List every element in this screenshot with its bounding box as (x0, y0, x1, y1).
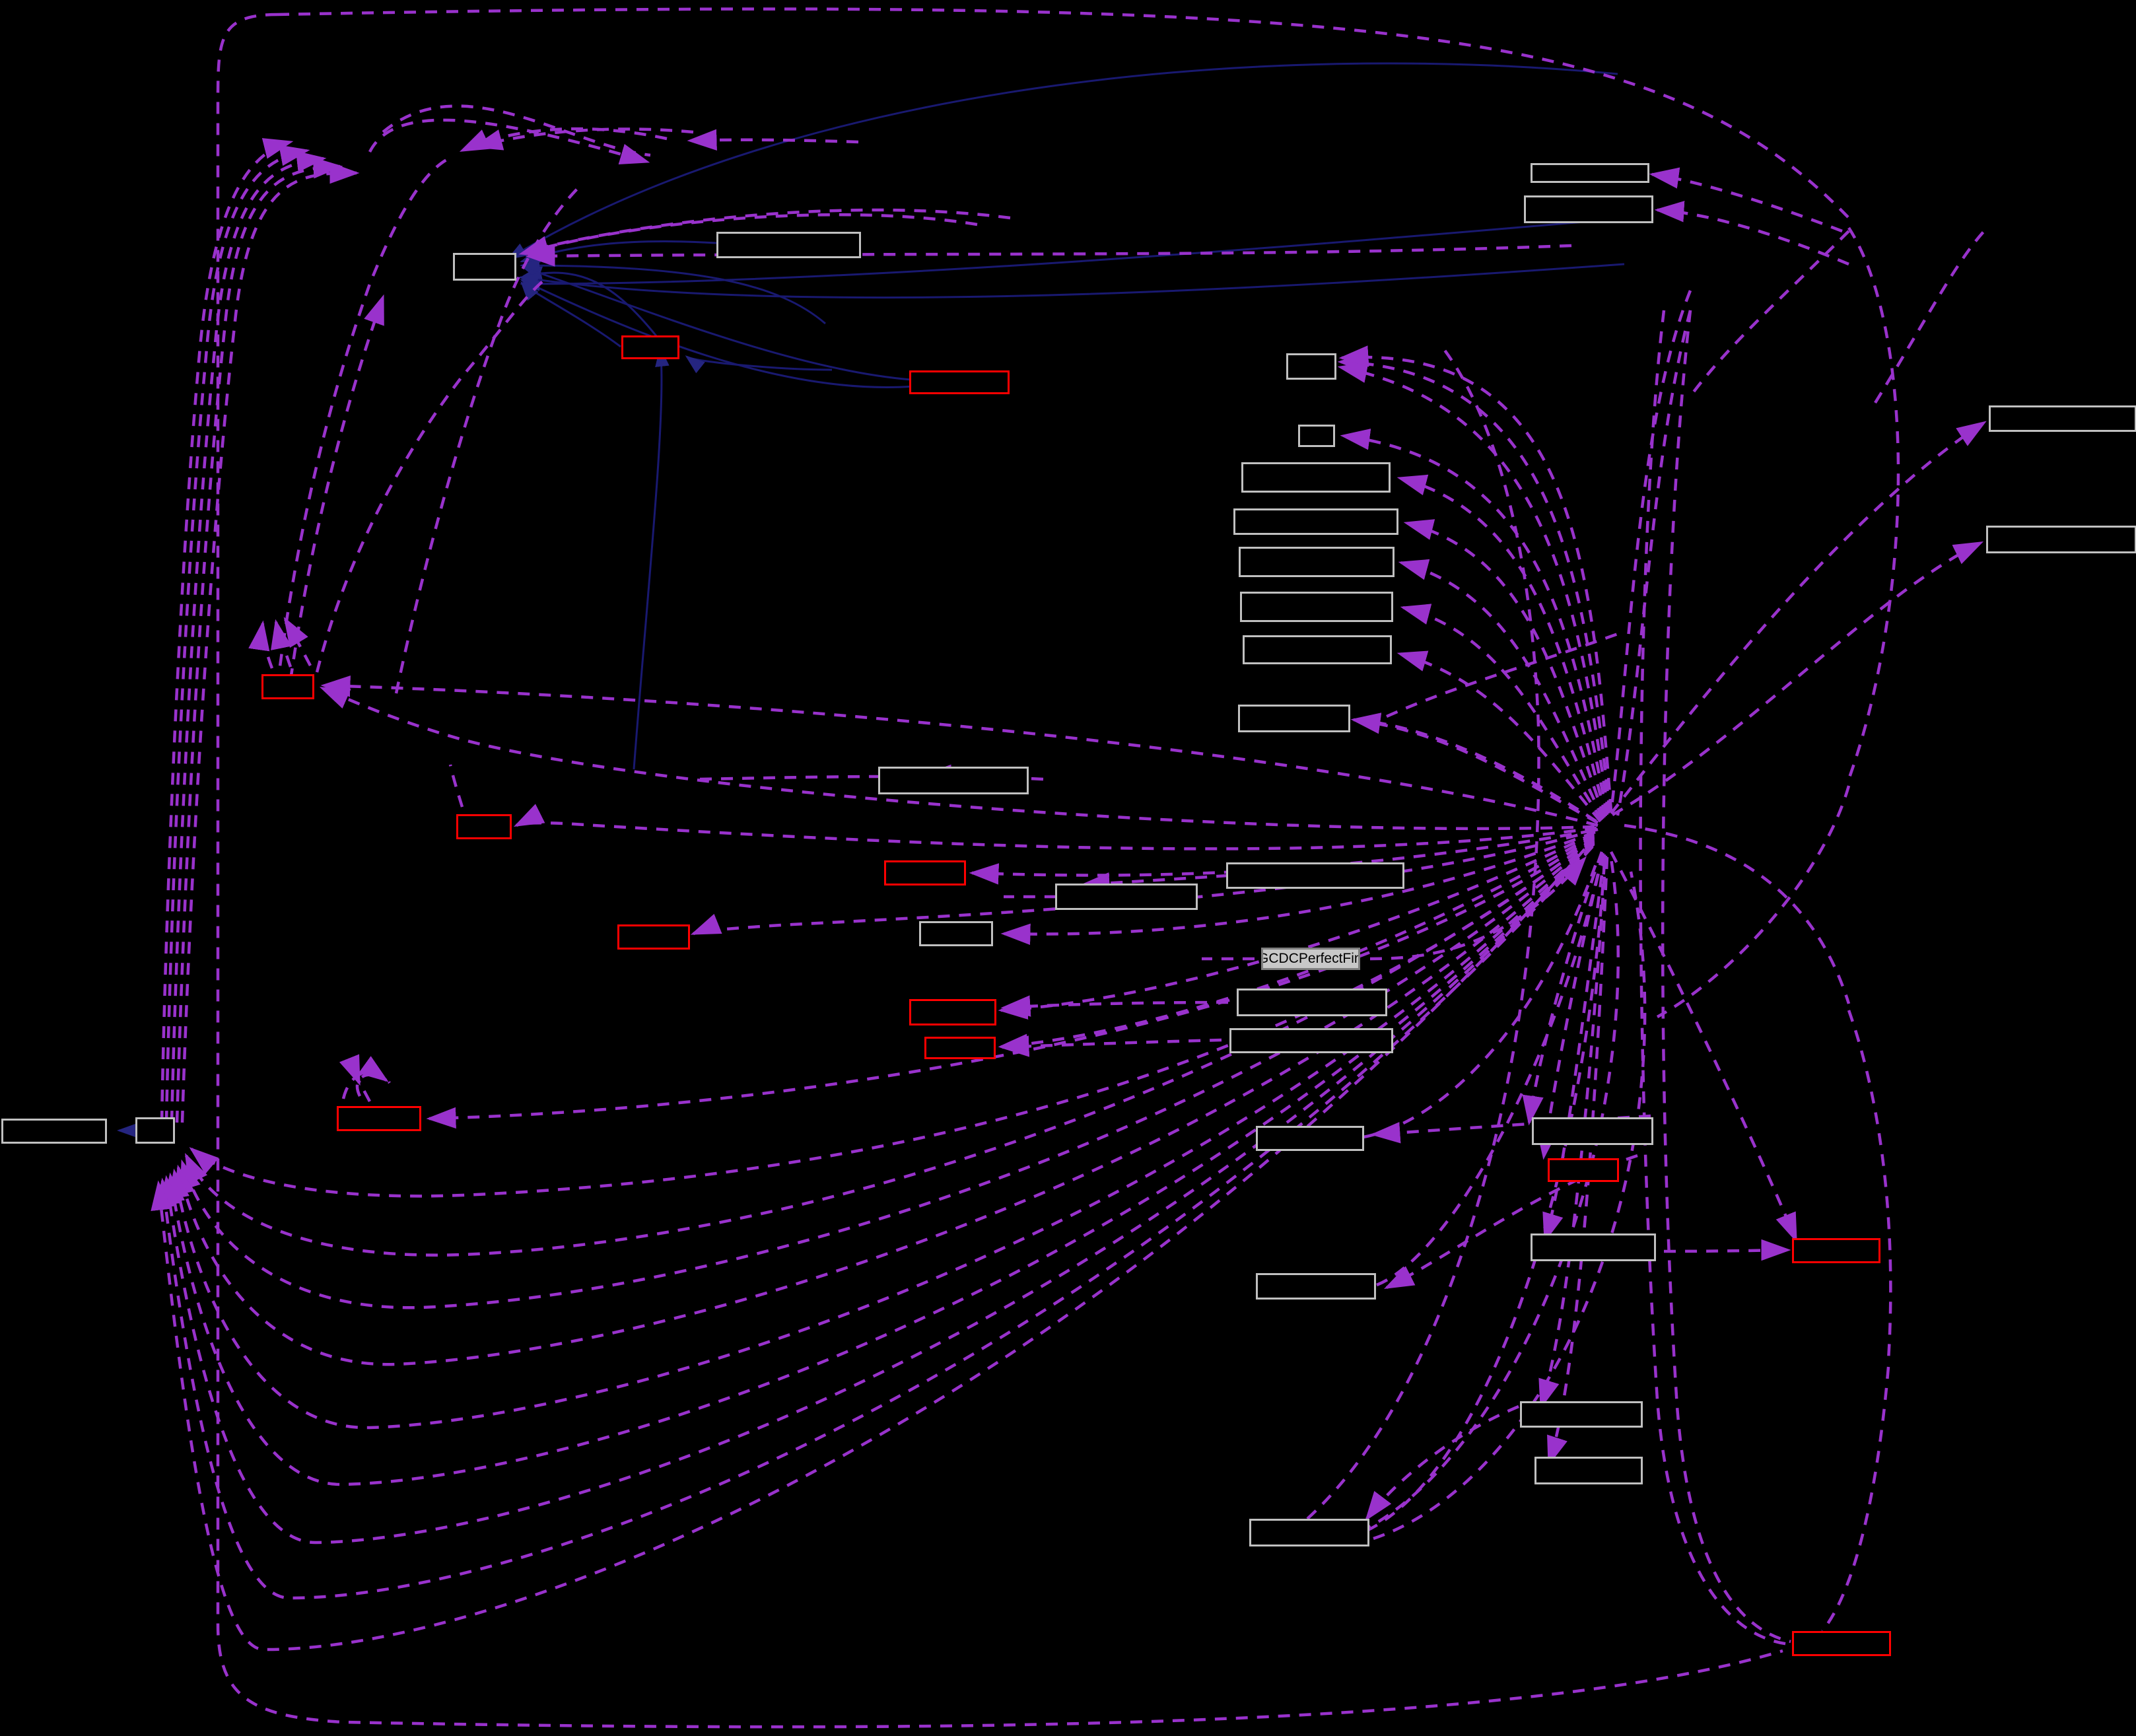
graph-node[interactable] (261, 674, 314, 699)
graph-node[interactable] (337, 1106, 421, 1131)
graph-node[interactable] (1241, 462, 1391, 493)
graph-node[interactable] (1233, 508, 1398, 535)
graph-node[interactable] (1239, 547, 1395, 577)
graph-node[interactable] (1238, 705, 1350, 732)
graph-node[interactable] (1989, 405, 2136, 432)
graph-node[interactable] (1298, 425, 1335, 447)
graph-node[interactable] (1524, 195, 1653, 223)
graph-node[interactable] (1532, 1117, 1653, 1145)
graph-node[interactable] (1286, 353, 1336, 380)
graph-node[interactable] (716, 232, 861, 258)
graph-node-label: TRGCDCPerfectFinder (1263, 951, 1358, 966)
graph-node[interactable] (1986, 526, 2136, 553)
graph-node[interactable] (453, 253, 516, 281)
graph-node[interactable] (135, 1117, 175, 1144)
graph-node[interactable] (1534, 1457, 1643, 1484)
graph-node[interactable] (1548, 1158, 1619, 1182)
graph-node[interactable] (456, 814, 512, 839)
graph-node[interactable] (1792, 1238, 1880, 1263)
graph-node[interactable] (617, 924, 690, 950)
graph-node[interactable] (924, 1037, 996, 1059)
blue-edges (117, 62, 1632, 1138)
graph-node[interactable] (1055, 884, 1198, 910)
graph-node[interactable] (1237, 989, 1387, 1016)
graph-node[interactable] (1249, 1519, 1369, 1546)
graph-node[interactable] (1520, 1401, 1643, 1428)
graph-node[interactable] (1531, 163, 1649, 183)
graph-node[interactable] (878, 767, 1029, 794)
purple-edges (151, 7, 1987, 1729)
graph-node[interactable] (621, 335, 679, 359)
graph-node-current[interactable]: TRGCDCPerfectFinder (1261, 948, 1360, 970)
graph-node[interactable] (1226, 862, 1404, 889)
graph-node[interactable] (1243, 635, 1392, 664)
graph-node[interactable] (1256, 1126, 1364, 1151)
graph-node[interactable] (909, 999, 996, 1025)
graph-node[interactable] (1240, 592, 1393, 622)
graph-node[interactable] (884, 860, 966, 885)
graph-node[interactable] (1256, 1273, 1376, 1300)
graph-node[interactable] (1792, 1631, 1891, 1656)
graph-node[interactable] (1229, 1028, 1393, 1053)
graph-node[interactable] (919, 921, 993, 946)
graph-node[interactable] (1, 1119, 107, 1144)
graph-node[interactable] (909, 370, 1010, 394)
graph-node[interactable] (1531, 1233, 1656, 1261)
